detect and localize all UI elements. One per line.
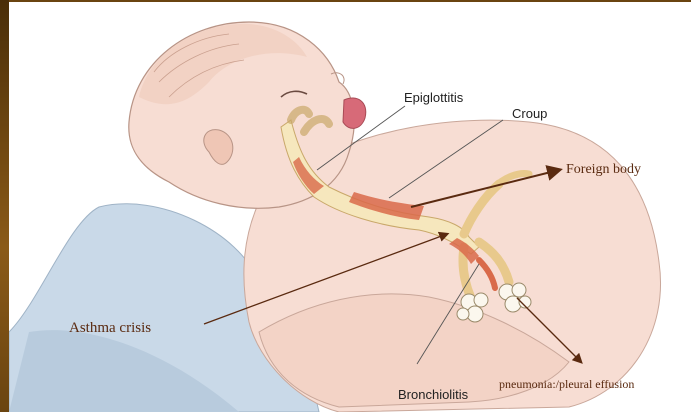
- label-pneumonia: pneumonia:/pleural effusion: [499, 377, 634, 392]
- baby-mouth: [343, 98, 366, 128]
- illustration-panel: Epiglottitis Croup Foreign body Asthma c…: [9, 2, 691, 412]
- label-epiglottitis: Epiglottitis: [404, 90, 463, 105]
- label-croup: Croup: [512, 106, 547, 121]
- slide-frame-left: [0, 0, 9, 412]
- label-foreign-body: Foreign body: [566, 162, 641, 178]
- label-bronchiolitis: Bronchiolitis: [398, 387, 468, 402]
- airway-illustration: [9, 2, 691, 412]
- label-asthma-crisis: Asthma crisis: [69, 320, 151, 337]
